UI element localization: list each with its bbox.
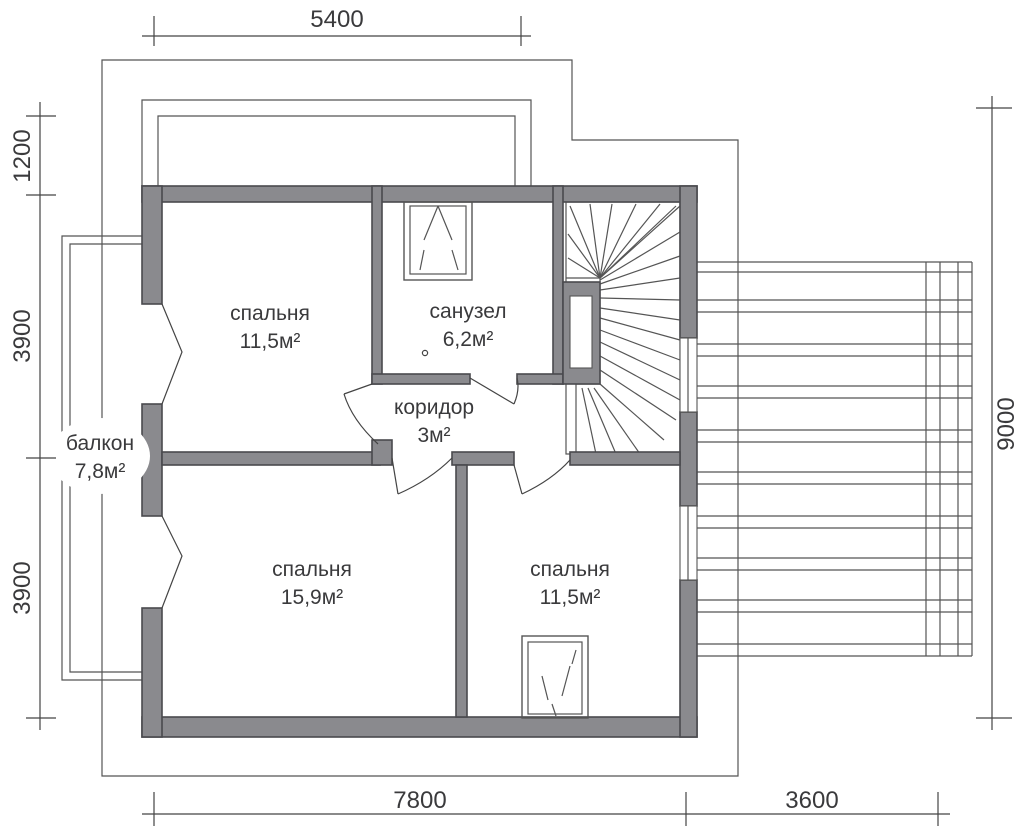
walls (141, 185, 698, 738)
floor-drain-icon (421, 349, 429, 357)
roof-outline (101, 59, 739, 777)
terrace-deck (697, 261, 973, 657)
dimension-bottom-main: 7800 (393, 787, 446, 814)
room-area-bedroom-bottom-right: 11,5м² (540, 586, 601, 609)
dimension-right: 9000 (993, 397, 1020, 450)
dimension-lines (26, 16, 1012, 826)
dimension-left-middle: 3900 (9, 309, 36, 362)
room-name-bedroom-top-left: спальня (230, 302, 310, 325)
top-overhang (141, 99, 532, 186)
right-windows (679, 337, 698, 581)
bedroom-skylight (521, 635, 589, 719)
room-area-bedroom-top-left: 11,5м² (240, 330, 301, 353)
dimension-left-bottom: 3900 (9, 561, 36, 614)
room-area-bathroom: 6,2м² (443, 328, 494, 351)
room-area-bedroom-bottom-left: 15,9м² (281, 586, 343, 609)
room-name-bedroom-bottom-left: спальня (272, 558, 352, 581)
dimension-bottom-terrace: 3600 (785, 787, 838, 814)
room-area-balcony: 7,8м² (75, 460, 126, 483)
room-name-bedroom-bottom-right: спальня (530, 558, 610, 581)
room-name-balcony: балкон (66, 432, 134, 455)
room-name-corridor: коридор (394, 396, 474, 419)
dimension-left-top: 1200 (9, 129, 36, 182)
dimension-top: 5400 (310, 6, 363, 33)
doors (161, 303, 571, 609)
room-name-bathroom: санузел (430, 300, 507, 323)
bathroom-skylight (403, 201, 473, 281)
room-area-corridor: 3м² (417, 424, 450, 447)
balcony-label-mask (50, 418, 150, 494)
